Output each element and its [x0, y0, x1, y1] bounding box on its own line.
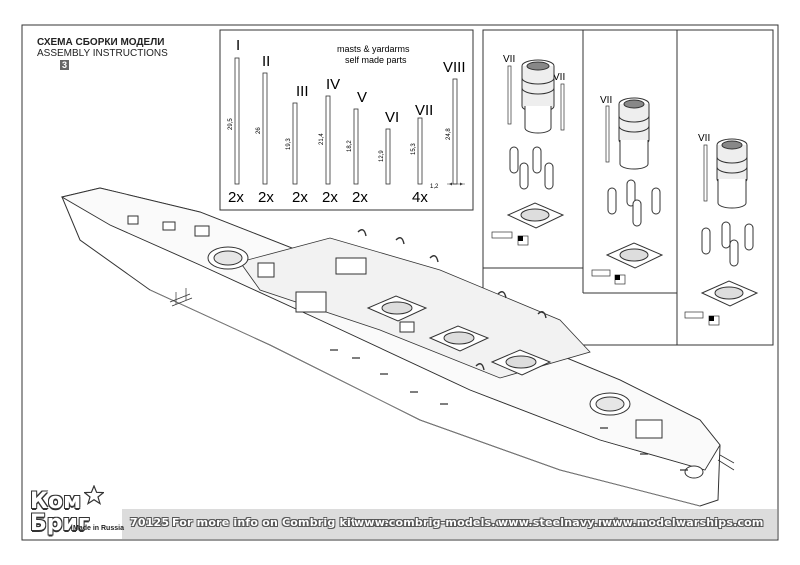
roman-numeral: II [262, 53, 270, 70]
part-qty: 4x [412, 189, 428, 206]
part-label: VII [698, 133, 710, 144]
footer-bar: 70125 For more info on Combrig kits see:… [122, 509, 777, 539]
link-combrig[interactable]: www.combrig-models.com [354, 516, 522, 529]
made-in-russia: Made in Russia [73, 525, 124, 532]
mast-part-VII: VII 15,3 4x [411, 102, 433, 206]
mast-part-VI: VI 12,9 [379, 109, 399, 185]
title-en: ASSEMBLY INSTRUCTIONS [37, 48, 168, 59]
part-label: VII [503, 54, 515, 65]
instruction-header: СХЕМА СБОРКИ МОДЕЛИ ASSEMBLY INSTRUCTION… [37, 37, 168, 71]
part-qty: 2x [322, 189, 338, 206]
title-ru: СХЕМА СБОРКИ МОДЕЛИ [37, 37, 165, 48]
star-icon [84, 485, 104, 505]
part-qty: 2x [292, 189, 308, 206]
part-length: 29,5 [228, 118, 234, 130]
sheet-border [21, 24, 779, 541]
roman-numeral: I [236, 37, 240, 54]
part-label: VII [553, 72, 565, 83]
link-steelnavy[interactable]: www.steelnavy.net [498, 516, 620, 529]
ship-hull-drawing [60, 187, 735, 507]
roman-numeral: IV [326, 76, 340, 93]
kit-code: 70125 [130, 516, 170, 529]
funnel-panels: VII VII VII [482, 29, 774, 346]
mast-part-V: V 18,2 2x [347, 89, 368, 206]
mast-part-III: III 19,3 2x [286, 83, 309, 206]
logo-line-1: Ком [30, 489, 82, 514]
part-length: 18,2 [347, 140, 353, 152]
part-length: 15,3 [411, 143, 417, 155]
link-modelwarships[interactable]: www.modelwarships.com [602, 516, 764, 529]
footer-info: For more info on Combrig kits see: [172, 516, 394, 529]
part-length: 21,4 [319, 133, 325, 145]
funnel-assembly-2: VII [591, 95, 664, 285]
part-length: 12,9 [379, 150, 385, 162]
roman-numeral: III [296, 83, 309, 100]
part-qty: 2x [352, 189, 368, 206]
roman-numeral: VIII [443, 59, 466, 76]
roman-numeral: VII [415, 102, 433, 119]
part-qty: 2x [258, 189, 274, 206]
part-length: 19,3 [286, 138, 292, 150]
funnel-assembly-1: VII VII [491, 54, 565, 246]
thickness-note: 1,2 [430, 184, 439, 190]
combrig-logo: Ком Бриг Made in Russia [24, 485, 124, 545]
step-number-badge: 3 [60, 60, 70, 70]
masts-caption-1: masts & yardarms [337, 44, 410, 54]
part-label: VII [600, 95, 612, 106]
masts-caption-2: self made parts [345, 55, 407, 65]
funnel-assembly-3: VII [684, 133, 759, 326]
mast-part-IV: IV 21,4 2x [319, 76, 340, 206]
logo-line-2: Бриг [30, 511, 90, 536]
roman-numeral: VI [385, 109, 399, 126]
part-length: 24,8 [446, 128, 452, 140]
roman-numeral: V [357, 89, 367, 106]
part-length: 26 [256, 127, 262, 134]
masts-panel [219, 29, 474, 211]
mast-part-II: II 26 2x [256, 53, 274, 206]
part-qty: 2x [228, 189, 244, 206]
mast-part-I: I 29,5 2x [228, 37, 244, 206]
mast-part-VIII: VIII 24,8 1,2 [430, 59, 466, 190]
